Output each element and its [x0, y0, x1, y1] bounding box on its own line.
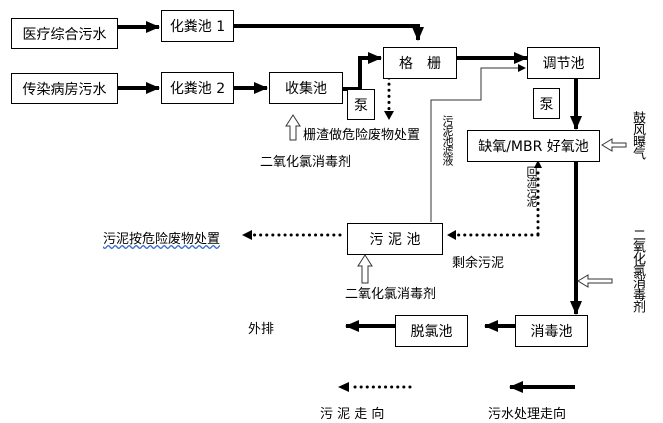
label-discharge: 外排 — [248, 322, 275, 337]
sludge-arrows — [252, 76, 540, 389]
hollow-arrow-chlorine-1 — [285, 114, 301, 141]
hollow-arrow-chlorine-3 — [577, 274, 613, 288]
arrow-septic1-to-screen — [234, 24, 424, 41]
label-sludge-disposal: 污泥按危险废物处置 — [103, 232, 221, 247]
node-anoxic-mbr-tank: 缺氧/MBR 好氧池 — [467, 130, 600, 162]
label-return-sludge: 回流污泥 — [525, 166, 538, 206]
label-chlorine-dioxide-3: 二氧化氯消毒剂 — [630, 228, 645, 312]
node-disinfection-tank: 消毒池 — [515, 315, 588, 347]
node-pump-2: 泵 — [533, 88, 560, 119]
label-chlorine-dioxide-2: 二氧化氯消毒剂 — [345, 287, 437, 302]
node-pump-1: 泵 — [347, 89, 375, 120]
node-dechlorination-tank: 脱氯池 — [395, 315, 468, 347]
node-collection-tank: 收集池 — [269, 72, 343, 104]
hollow-arrow-chlorine-2 — [357, 254, 373, 284]
node-infectious-wastewater: 传染病房污水 — [11, 73, 118, 104]
label-excess-sludge: 剩余污泥 — [452, 256, 505, 271]
node-septic-tank-1: 化粪池 1 — [161, 10, 234, 42]
wastewater-arrows — [118, 21, 582, 332]
label-sludge-filtrate: 污泥池滤液 — [441, 115, 454, 165]
node-septic-tank-2: 化粪池 2 — [161, 72, 234, 104]
sludge-arrowheads — [242, 111, 542, 392]
legend-wastewater-flow: 污水处理走向 — [488, 407, 567, 422]
hollow-arrow-aeration — [601, 138, 627, 152]
arrow-sludge-filtrate — [430, 64, 526, 222]
node-medical-wastewater: 医疗综合污水 — [11, 18, 118, 49]
node-sludge-tank: 污 泥 池 — [347, 223, 443, 255]
node-regulating-tank: 调节池 — [527, 47, 600, 79]
label-blower-aeration: 鼓风曝气 — [630, 111, 645, 159]
arrow-collection-to-screen — [343, 52, 382, 91]
label-screen-residue: 栅渣做危险废物处置 — [303, 128, 421, 143]
label-chlorine-dioxide-1: 二氧化氯消毒剂 — [260, 155, 352, 170]
legend-sludge-flow: 污 泥 走 向 — [320, 407, 385, 422]
node-screen: 格 栅 — [383, 47, 457, 79]
hollow-arrows — [285, 114, 627, 288]
